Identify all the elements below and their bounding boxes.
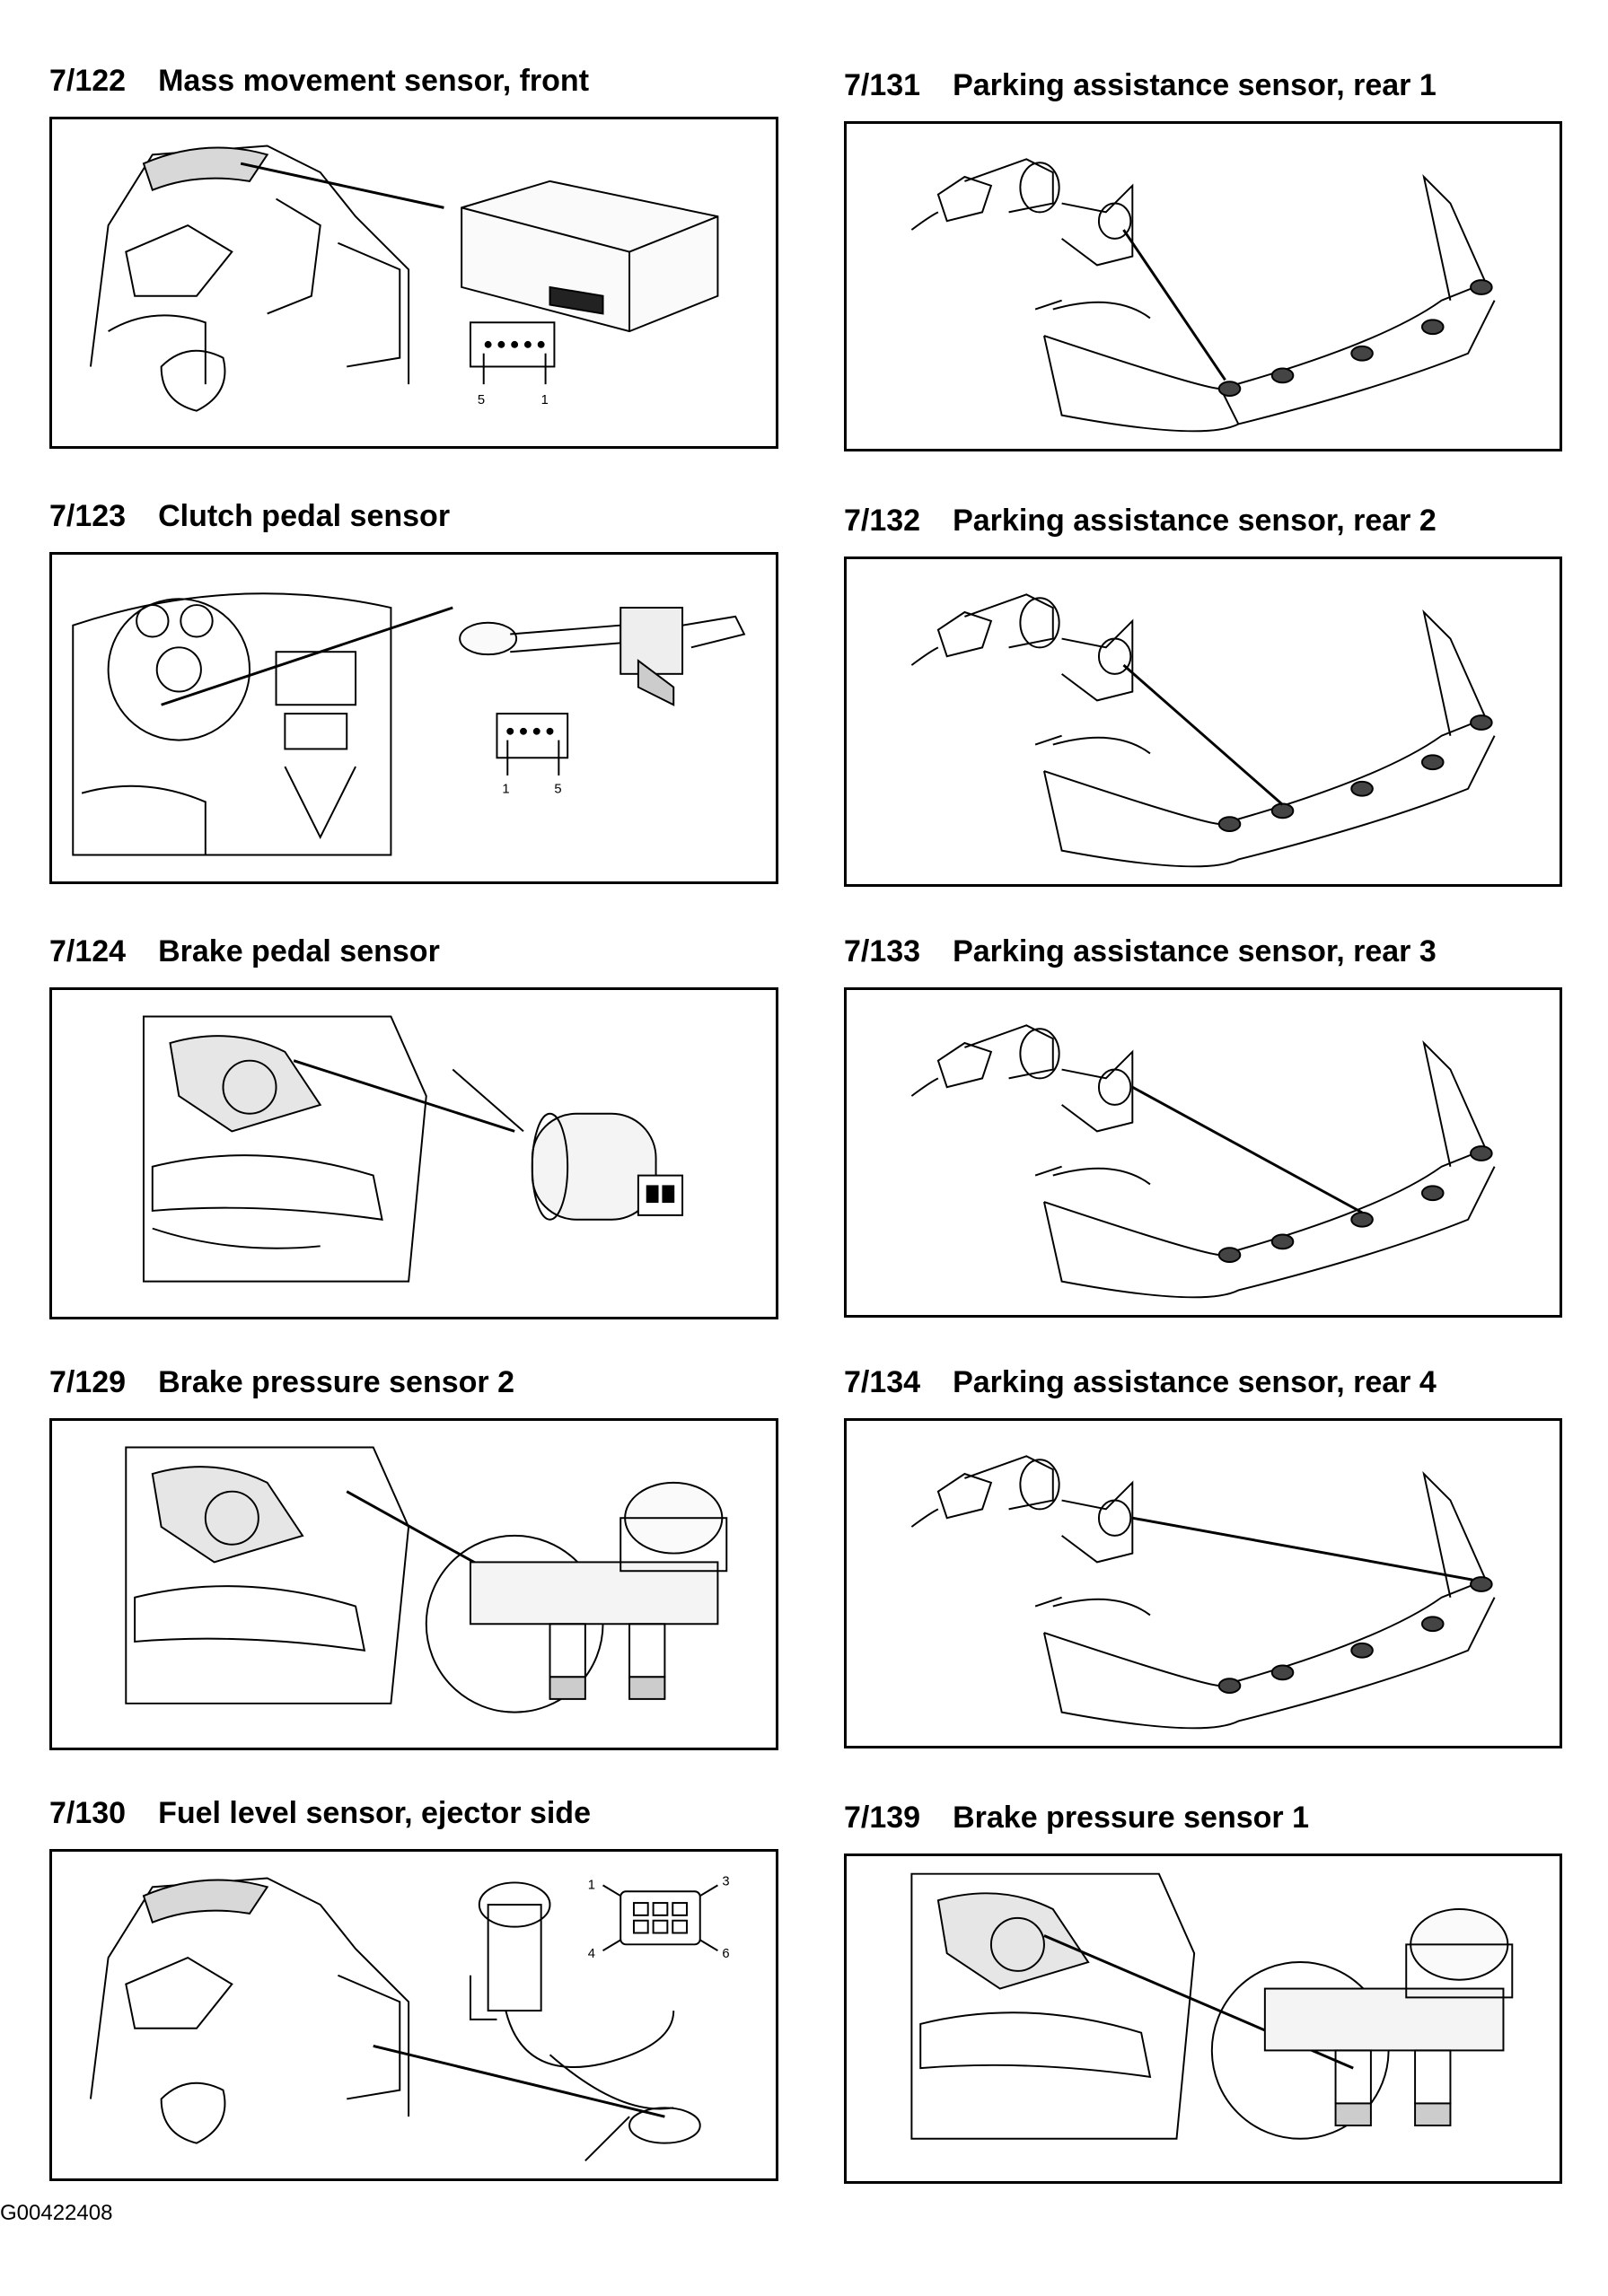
rear-bumper-with-sensors-illustration (910, 1455, 1496, 1730)
panel-clutch-pedal-sensor: 7/123 Clutch pedal sensor 1 (49, 498, 778, 886)
pin-label: 4 (588, 1947, 595, 1961)
panel-code: 7/134 (844, 1365, 921, 1399)
panel-code: 7/133 (844, 934, 921, 968)
pin-label: 1 (588, 1878, 595, 1892)
panel-heading: 7/133 Parking assistance sensor, rear 3 (844, 933, 1437, 969)
illustration-frame: 1 5 (49, 552, 778, 884)
pin-label: 1 (502, 783, 509, 797)
panel-heading: 7/132 Parking assistance sensor, rear 2 (844, 503, 1437, 539)
pin-label: 6 (722, 1947, 729, 1961)
rear-bumper-with-sensors-illustration (910, 593, 1496, 868)
panel-title: Parking assistance sensor, rear 1 (953, 68, 1437, 102)
panel-title: Clutch pedal sensor (158, 499, 451, 533)
panel-parking-assistance-sensor-rear-1: 7/131 Parking assistance sensor, rear 1 (844, 67, 1562, 455)
illustration-frame (844, 121, 1562, 451)
panel-code: 7/130 (49, 1796, 127, 1830)
panel-title: Parking assistance sensor, rear 2 (953, 504, 1437, 538)
panel-code: 7/132 (844, 504, 921, 538)
panel-brake-pressure-sensor-2: 7/129 Brake pressure sensor 2 (49, 1364, 778, 1752)
panel-code: 7/139 (844, 1801, 921, 1835)
panel-title: Mass movement sensor, front (158, 64, 590, 98)
panel-parking-assistance-sensor-rear-4: 7/134 Parking assistance sensor, rear 4 (844, 1364, 1562, 1752)
panel-fuel-level-sensor-ejector-side: 7/130 Fuel level sensor, ejector side 1 (49, 1795, 778, 2183)
rear-bumper-with-sensors-illustration (910, 1024, 1496, 1299)
panel-code: 7/123 (49, 499, 127, 533)
panel-heading: 7/130 Fuel level sensor, ejector side (49, 1795, 591, 1831)
panel-parking-assistance-sensor-rear-2: 7/132 Parking assistance sensor, rear 2 (844, 503, 1562, 890)
illustration-frame (844, 556, 1562, 887)
car-with-fuel-pump-and-connector-illustration: 1 3 4 6 (89, 1874, 730, 2162)
pin-label: 5 (554, 783, 561, 797)
pin-label: 1 (541, 393, 549, 407)
car-interior-with-module-illustration: 5 1 (89, 145, 719, 412)
pin-label: 5 (478, 393, 485, 407)
document-id: G00422408 (0, 2201, 113, 2225)
panel-title: Parking assistance sensor, rear 4 (953, 1365, 1437, 1399)
engine-bay-with-master-cylinder-illustration (910, 1872, 1514, 2140)
illustration-frame (49, 987, 778, 1319)
panel-mass-movement-sensor-front: 7/122 Mass movement sensor, front 5 (49, 63, 778, 451)
panel-title: Parking assistance sensor, rear 3 (953, 934, 1437, 968)
panel-title: Brake pedal sensor (158, 934, 440, 968)
engine-bay-with-master-cylinder-illustration (125, 1446, 728, 1713)
panel-title: Fuel level sensor, ejector side (158, 1796, 591, 1830)
panel-heading: 7/139 Brake pressure sensor 1 (844, 1800, 1309, 1836)
illustration-frame (844, 1853, 1562, 2184)
panel-code: 7/131 (844, 68, 921, 102)
rear-bumper-with-sensors-illustration (910, 158, 1496, 433)
pin-label: 3 (722, 1874, 729, 1889)
panel-title: Brake pressure sensor 2 (158, 1365, 514, 1399)
illustration-frame (49, 1418, 778, 1750)
panel-code: 7/129 (49, 1365, 127, 1399)
illustration-frame: 5 1 (49, 117, 778, 449)
panel-heading: 7/124 Brake pedal sensor (49, 933, 440, 969)
panel-heading: 7/134 Parking assistance sensor, rear 4 (844, 1364, 1437, 1400)
panel-code: 7/124 (49, 934, 127, 968)
dashboard-with-pedal-sensor-illustration: 1 5 (72, 592, 746, 856)
engine-bay-with-pedal-sensor-illustration (142, 1015, 684, 1283)
illustration-frame: 1 3 4 6 (49, 1849, 778, 2181)
panel-title: Brake pressure sensor 1 (953, 1801, 1309, 1835)
illustration-frame (844, 987, 1562, 1318)
panel-heading: 7/131 Parking assistance sensor, rear 1 (844, 67, 1437, 103)
panel-code: 7/122 (49, 64, 127, 98)
panel-heading: 7/123 Clutch pedal sensor (49, 498, 450, 534)
panel-brake-pressure-sensor-1: 7/139 Brake pressure sensor 1 (844, 1800, 1562, 2187)
illustration-frame (844, 1418, 1562, 1748)
panel-parking-assistance-sensor-rear-3: 7/133 Parking assistance sensor, rear 3 (844, 933, 1562, 1321)
panel-heading: 7/129 Brake pressure sensor 2 (49, 1364, 514, 1400)
panel-brake-pedal-sensor: 7/124 Brake pedal sensor (49, 933, 778, 1321)
panel-heading: 7/122 Mass movement sensor, front (49, 63, 589, 99)
